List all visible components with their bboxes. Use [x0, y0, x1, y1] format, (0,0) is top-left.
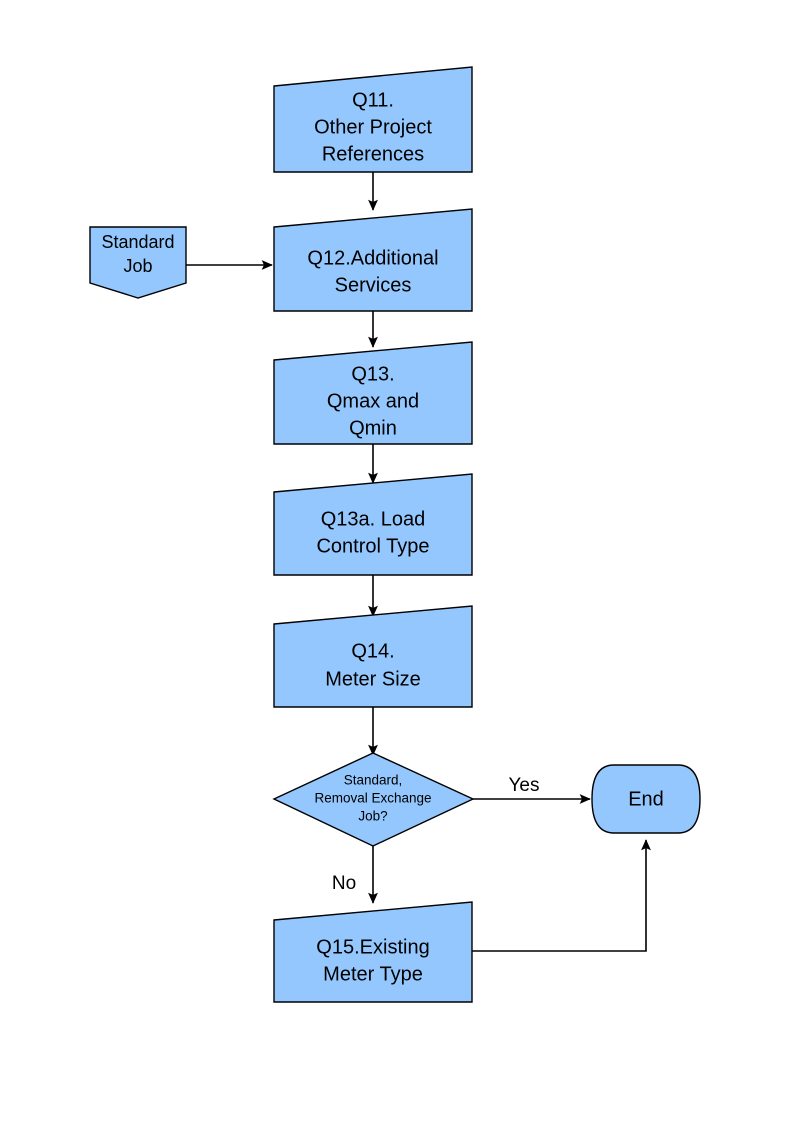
node-q11[interactable]: Q11. Other Project References: [273, 66, 473, 173]
node-q14[interactable]: Q14. Meter Size: [273, 605, 473, 708]
node-q13a-label-line-1: Q13a. Load: [321, 508, 426, 530]
node-q13-label-line-1: Q13.: [351, 363, 394, 385]
node-q15[interactable]: Q15.Existing Meter Type: [273, 901, 473, 1003]
node-q15-label-line-1: Q15.Existing: [316, 936, 429, 958]
node-q12[interactable]: Q12.Additional Services: [273, 208, 473, 312]
node-decision-label-line-2: Removal Exchange: [314, 791, 431, 806]
edge-label-yes: Yes: [509, 775, 540, 796]
node-q14-label-line-2: Meter Size: [325, 668, 421, 690]
node-q12-label-line-1: Q12.Additional: [307, 247, 438, 269]
node-end-label: End: [628, 788, 664, 810]
node-q14-label-line-1: Q14.: [351, 640, 394, 662]
node-q12-label-line-2: Services: [335, 274, 412, 296]
node-q13a[interactable]: Q13a. Load Control Type: [273, 473, 473, 576]
node-decision[interactable]: Standard, Removal Exchange Job?: [272, 752, 475, 847]
node-q13[interactable]: Q13. Qmax and Qmin: [273, 341, 473, 445]
node-q11-label-line-2: Other Project: [314, 116, 432, 138]
node-end[interactable]: End: [591, 764, 701, 834]
edge-label-no: No: [332, 873, 356, 894]
node-decision-label-line-3: Job?: [358, 809, 387, 824]
node-standard-job-label-line-2: Job: [123, 256, 152, 276]
node-q13a-label-line-2: Control Type: [316, 535, 429, 557]
node-q11-label-line-3: References: [322, 143, 424, 165]
node-decision-label-line-1: Standard,: [344, 773, 403, 788]
node-standard-job[interactable]: Standard Job: [89, 226, 187, 299]
node-q13-label-line-3: Qmin: [349, 417, 397, 439]
node-standard-job-label-line-1: Standard: [101, 232, 174, 252]
node-q13-label-line-2: Qmax and: [327, 390, 419, 412]
node-q11-label-line-1: Q11.: [352, 89, 394, 111]
edge-q15-to-end: [472, 839, 651, 952]
node-q15-label-line-2: Meter Type: [323, 963, 423, 985]
